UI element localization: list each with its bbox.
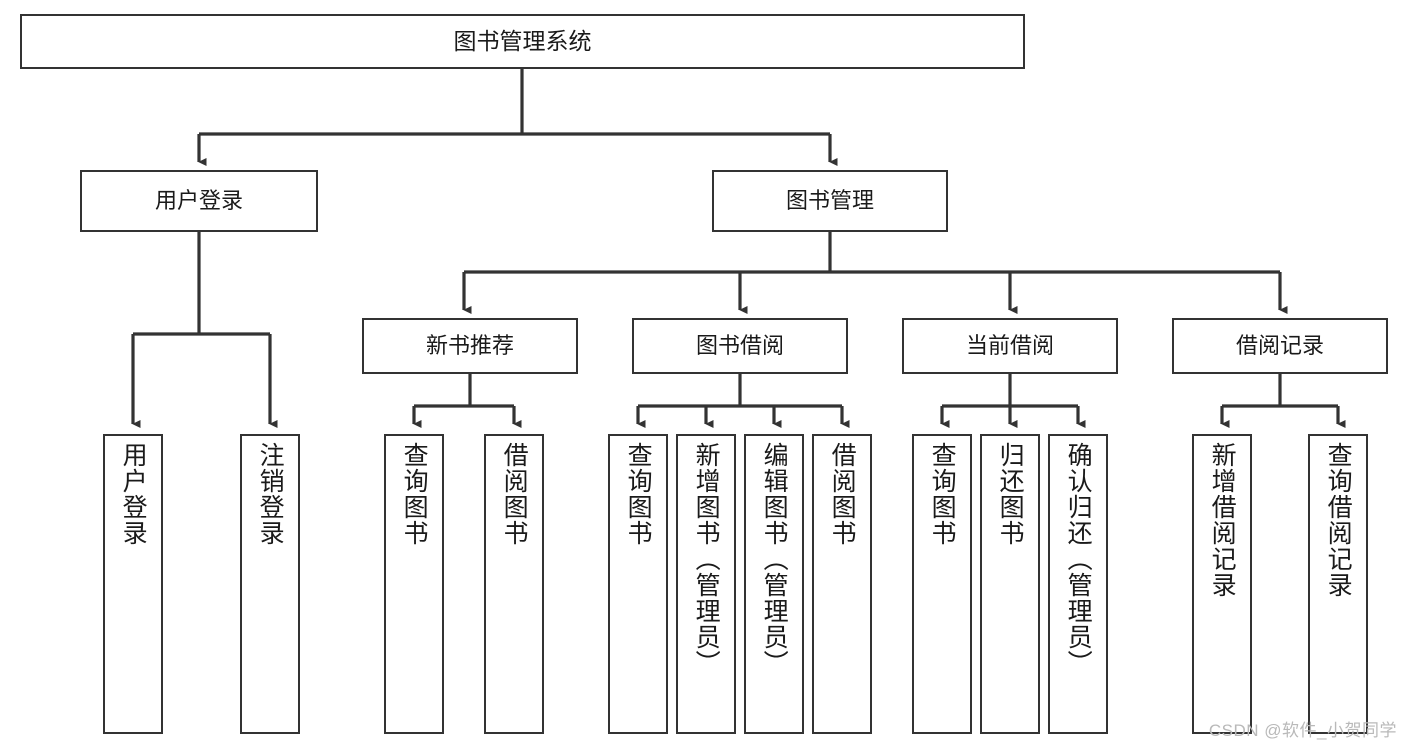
node-user-login-label: 用户登录 [154,188,243,214]
leaf-return-book[interactable]: 归还图书 [980,434,1040,734]
node-book-borrow-label: 图书借阅 [695,333,784,359]
node-borrow-record[interactable]: 借阅记录 [1172,318,1388,374]
node-new-book-recommend-label: 新书推荐 [425,333,514,359]
leaf-query-book-3[interactable]: 查询图书 [912,434,972,734]
leaf-add-book-label: 新增图书（管理员） [692,442,721,676]
leaf-borrow-book-1-label: 借阅图书 [500,442,529,546]
leaf-borrow-book-2[interactable]: 借阅图书 [812,434,872,734]
leaf-logout[interactable]: 注销登录 [240,434,300,734]
leaf-return-book-label: 归还图书 [996,442,1025,546]
leaf-query-borrow-record[interactable]: 查询借阅记录 [1308,434,1368,734]
node-borrow-record-label: 借阅记录 [1235,333,1324,359]
leaf-query-book-3-label: 查询图书 [928,442,957,546]
leaf-edit-book[interactable]: 编辑图书（管理员） [744,434,804,734]
node-root-label: 图书管理系统 [453,27,592,54]
leaf-edit-book-label: 编辑图书（管理员） [760,442,789,676]
node-book-management-label: 图书管理 [785,188,874,214]
leaf-borrow-book-2-label: 借阅图书 [828,442,857,546]
leaf-user-login-label: 用户登录 [119,442,148,546]
leaf-query-book-2[interactable]: 查询图书 [608,434,668,734]
leaf-borrow-book-1[interactable]: 借阅图书 [484,434,544,734]
leaf-confirm-return-label: 确认归还（管理员） [1064,442,1093,676]
node-root-book-management-system[interactable]: 图书管理系统 [20,14,1025,69]
leaf-add-borrow-record-label: 新增借阅记录 [1208,442,1237,598]
leaf-add-borrow-record[interactable]: 新增借阅记录 [1192,434,1252,734]
leaf-query-book-2-label: 查询图书 [624,442,653,546]
leaf-query-borrow-record-label: 查询借阅记录 [1324,442,1353,598]
leaf-query-book-1[interactable]: 查询图书 [384,434,444,734]
leaf-confirm-return[interactable]: 确认归还（管理员） [1048,434,1108,734]
node-user-login[interactable]: 用户登录 [80,170,318,232]
leaf-add-book[interactable]: 新增图书（管理员） [676,434,736,734]
csdn-watermark: CSDN @软件_小贺同学 [1208,721,1397,740]
leaf-query-book-1-label: 查询图书 [400,442,429,546]
node-new-book-recommend[interactable]: 新书推荐 [362,318,578,374]
node-book-borrow[interactable]: 图书借阅 [632,318,848,374]
node-current-borrow[interactable]: 当前借阅 [902,318,1118,374]
leaf-logout-label: 注销登录 [256,442,285,546]
leaf-user-login[interactable]: 用户登录 [103,434,163,734]
node-current-borrow-label: 当前借阅 [965,333,1054,359]
node-book-management[interactable]: 图书管理 [712,170,948,232]
